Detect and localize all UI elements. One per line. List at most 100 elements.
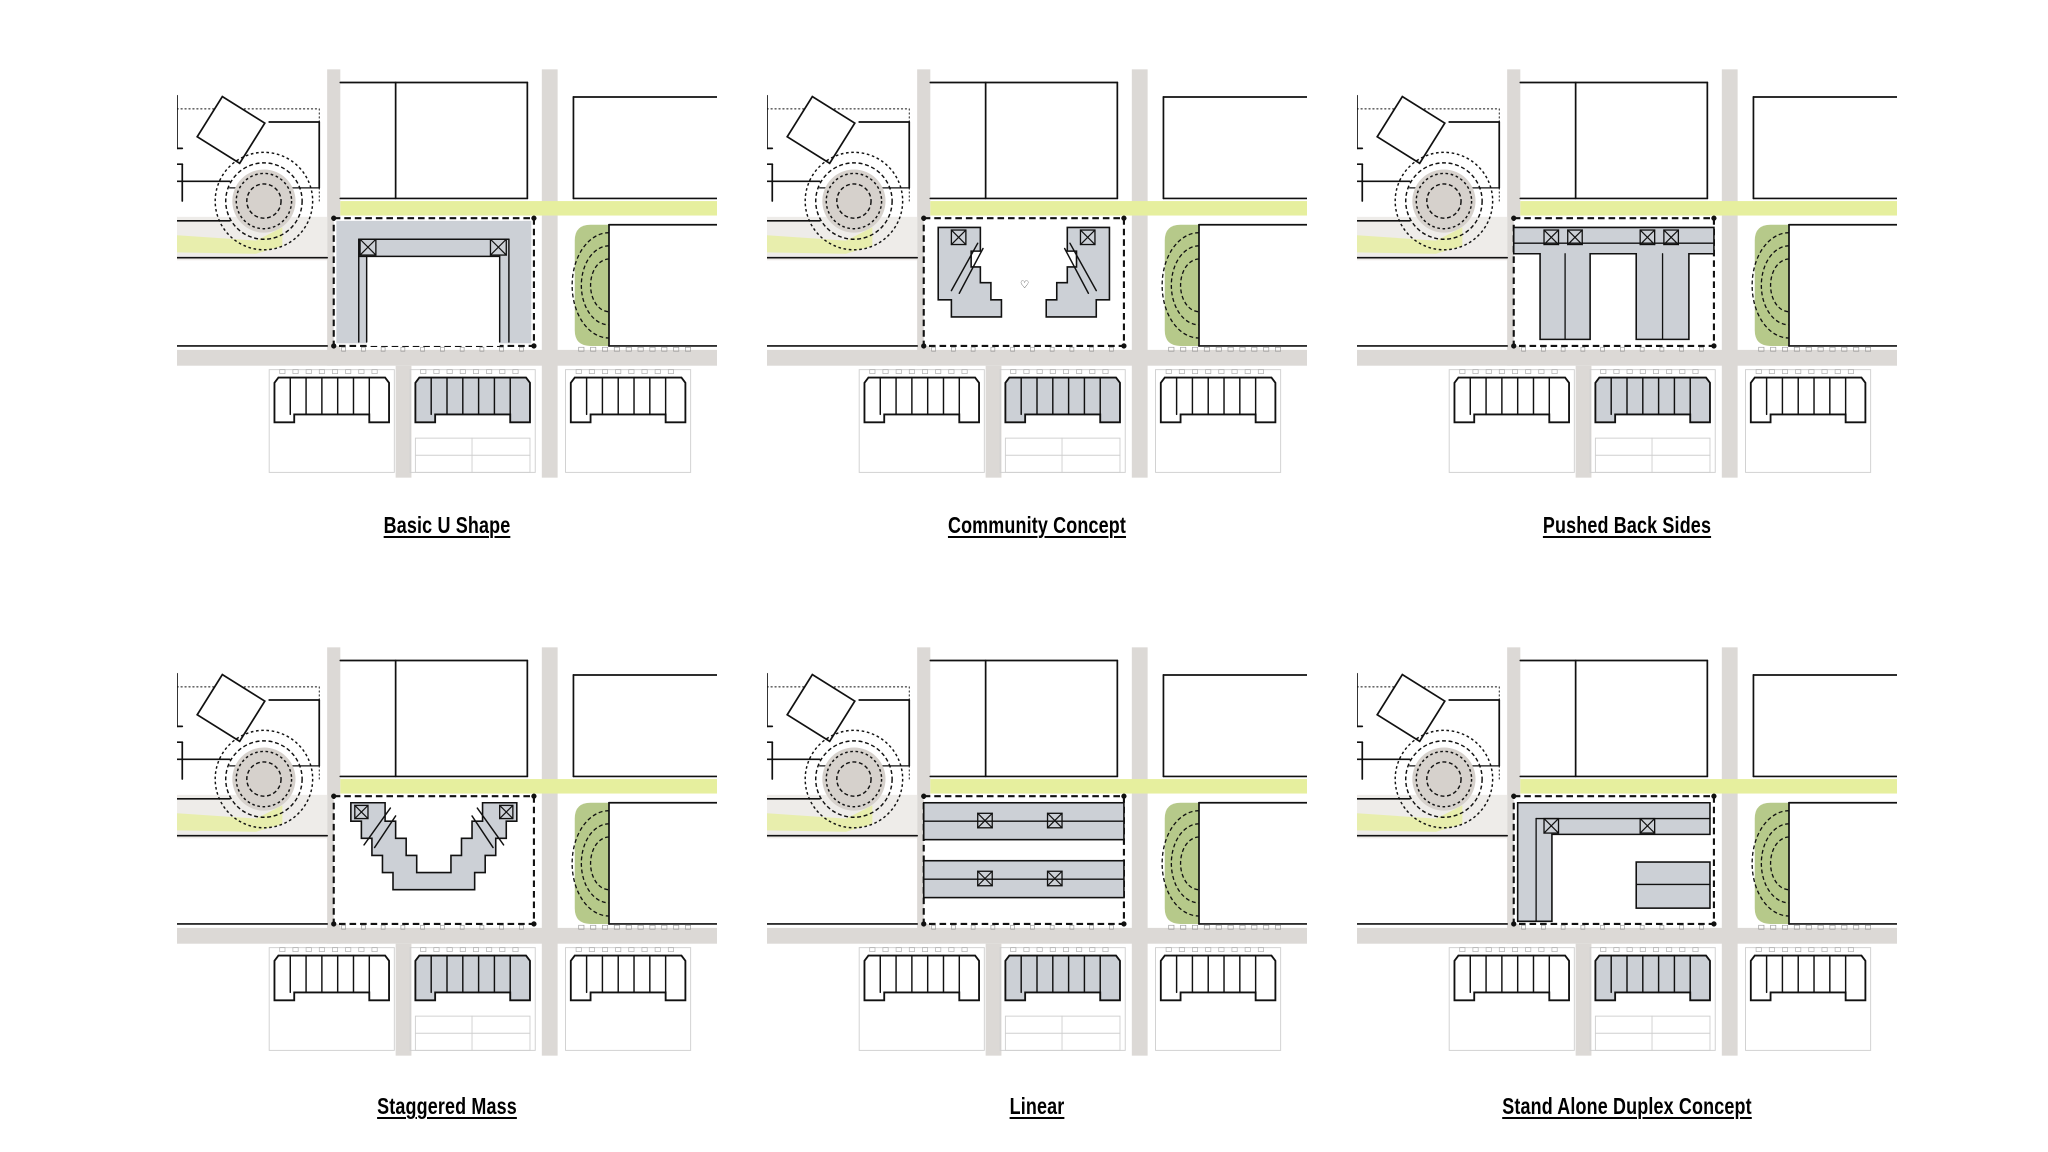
tree-mark [361, 346, 366, 352]
blocks [1357, 659, 1897, 925]
tree-mark [1049, 924, 1055, 930]
ink-line [958, 247, 984, 294]
parking-mark [1178, 947, 1185, 952]
park [1161, 801, 1307, 925]
parking-mark [446, 369, 453, 374]
tree-mark [1805, 924, 1812, 930]
ink-line [950, 242, 979, 292]
concept-title: Basic U Shape [383, 512, 511, 538]
plaza-circles [1394, 151, 1494, 251]
tree-mark [459, 924, 465, 930]
roads [767, 69, 1307, 478]
parking-mark [345, 947, 352, 952]
parking-mark [654, 947, 661, 952]
site-corner-mark [1511, 921, 1517, 927]
park-ring [1179, 258, 1200, 313]
building-mass [1516, 801, 1711, 923]
tree-mark [1030, 346, 1035, 352]
tree-mark [1580, 924, 1586, 930]
core-box [489, 238, 507, 256]
plaza-ring [1394, 151, 1494, 251]
existing-building [786, 673, 856, 743]
parking-mark [433, 947, 440, 952]
park-ring [580, 245, 610, 326]
tree-mark [1699, 346, 1704, 352]
parking-mark [1063, 369, 1069, 374]
tree-mark [1239, 924, 1246, 930]
parking-mark [1666, 947, 1673, 952]
existing-building [196, 673, 266, 743]
site-corner-mark [921, 215, 927, 221]
plaza-ring [804, 729, 904, 829]
road-vertical-east [1721, 647, 1738, 1056]
tree-mark [1180, 346, 1187, 352]
row-house-block [1159, 954, 1277, 1002]
core-box [1567, 229, 1583, 246]
tree-mark [1639, 346, 1645, 352]
core-x [1543, 229, 1560, 246]
tree-mark [1203, 924, 1210, 930]
core-box [1639, 229, 1656, 246]
tree-mark [1829, 346, 1836, 352]
green-path-west [1357, 805, 1463, 832]
tree-mark [1109, 924, 1114, 930]
plaza-ring [1426, 183, 1462, 219]
parking-mark [371, 369, 378, 374]
parking-mark [908, 369, 915, 374]
parking-mark [358, 947, 365, 952]
parking-mark [1165, 369, 1172, 374]
road-horizontal-south [1357, 927, 1897, 944]
tree-mark [661, 924, 668, 930]
building-mass [350, 801, 518, 891]
site-massing-linear [922, 801, 1125, 899]
core-box [977, 870, 993, 887]
plaza-center [822, 747, 886, 811]
lot-outline [268, 369, 395, 473]
plaza-ring [836, 761, 872, 797]
row-houses [268, 369, 692, 473]
tree-mark [1227, 346, 1234, 352]
park [571, 801, 717, 925]
ink-line [471, 815, 494, 849]
parking-mark [895, 947, 902, 952]
parking-mark [433, 369, 440, 374]
tree-mark [1069, 346, 1075, 352]
site-corner-mark [1121, 215, 1127, 221]
tree-mark [380, 346, 386, 352]
parking-mark [1808, 947, 1815, 952]
plaza-circles [804, 151, 904, 251]
tree-mark [990, 924, 996, 930]
parking-mark [1218, 369, 1225, 374]
green-path [1520, 779, 1897, 794]
blocks [177, 659, 717, 925]
tree-mark [1805, 346, 1812, 352]
tree-mark [1263, 346, 1270, 352]
parking-mark [486, 369, 493, 374]
tree-mark [1865, 924, 1871, 930]
parking-mark [588, 369, 595, 374]
green-path-west [767, 227, 873, 254]
park-ring [580, 823, 610, 904]
road-vertical-south [985, 943, 1002, 1056]
tree-mark [1679, 346, 1684, 352]
parking-mark [961, 369, 968, 374]
parking-mark [1679, 369, 1686, 374]
parking-mark [1063, 947, 1069, 952]
site-corner-mark [1511, 343, 1517, 349]
parking-mark [615, 947, 622, 952]
core-box [1046, 870, 1063, 887]
parking-mark [1512, 369, 1519, 374]
tree-mark [637, 346, 644, 352]
parking-mark [1666, 369, 1673, 374]
tree-mark [578, 924, 585, 930]
parking-mark [961, 947, 968, 952]
parking-mark [575, 947, 582, 952]
plaza-ring [815, 162, 893, 240]
parking-mark [1192, 369, 1199, 374]
parking-mark [1244, 947, 1251, 952]
plaza-circles [804, 729, 904, 829]
road-vertical-east [1131, 69, 1148, 478]
tree-mark [1227, 924, 1234, 930]
tree-mark [602, 346, 609, 352]
tree-mark [519, 346, 524, 352]
